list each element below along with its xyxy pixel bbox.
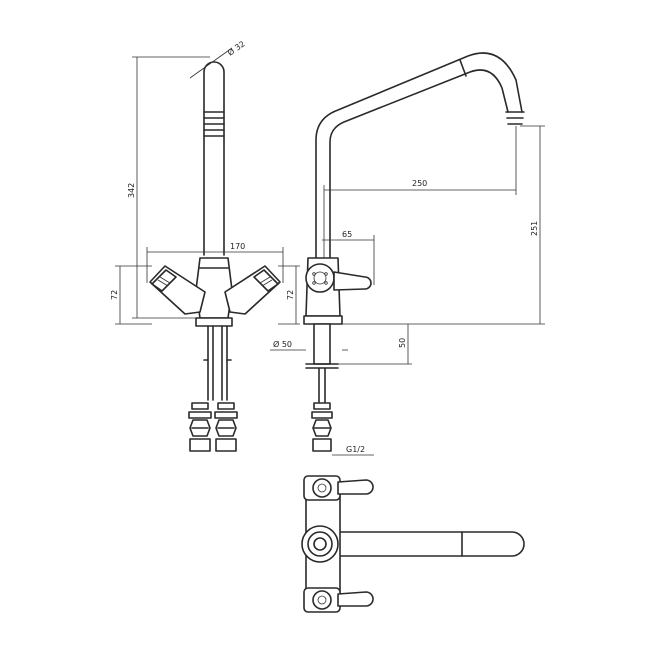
dim-handle-span: 170 (230, 242, 245, 251)
dim-spout-height: 251 (530, 221, 539, 236)
top-valve-upper (303, 475, 374, 501)
front-left-handle (149, 265, 206, 315)
side-view (303, 52, 525, 452)
top-spout-arm (321, 531, 525, 557)
front-spout-tube (203, 61, 225, 256)
front-supply-hoses (188, 325, 238, 452)
dim-base-diameter: Ø 50 (273, 339, 292, 349)
dim-tube-diameter: Ø 32 (225, 39, 246, 58)
side-spout (315, 52, 525, 259)
front-view (149, 61, 281, 452)
dim-spout-reach: 250 (412, 179, 427, 188)
top-view (301, 475, 525, 613)
side-base-flange (303, 315, 343, 325)
dim-thread: G1/2 (346, 445, 365, 454)
front-dimensions (115, 47, 300, 325)
dim-handle-height-left: 72 (110, 290, 119, 300)
front-base-flange (195, 317, 233, 327)
side-lever-handle (333, 271, 372, 291)
side-dimensions (270, 125, 545, 456)
side-shank (305, 323, 339, 452)
top-valve-lower (303, 587, 374, 613)
dim-offset: 65 (342, 230, 352, 239)
dim-total-height: 342 (127, 183, 136, 198)
front-right-handle (224, 265, 281, 315)
dim-handle-height-right: 72 (286, 290, 295, 300)
dim-shank-length: 50 (398, 338, 407, 348)
